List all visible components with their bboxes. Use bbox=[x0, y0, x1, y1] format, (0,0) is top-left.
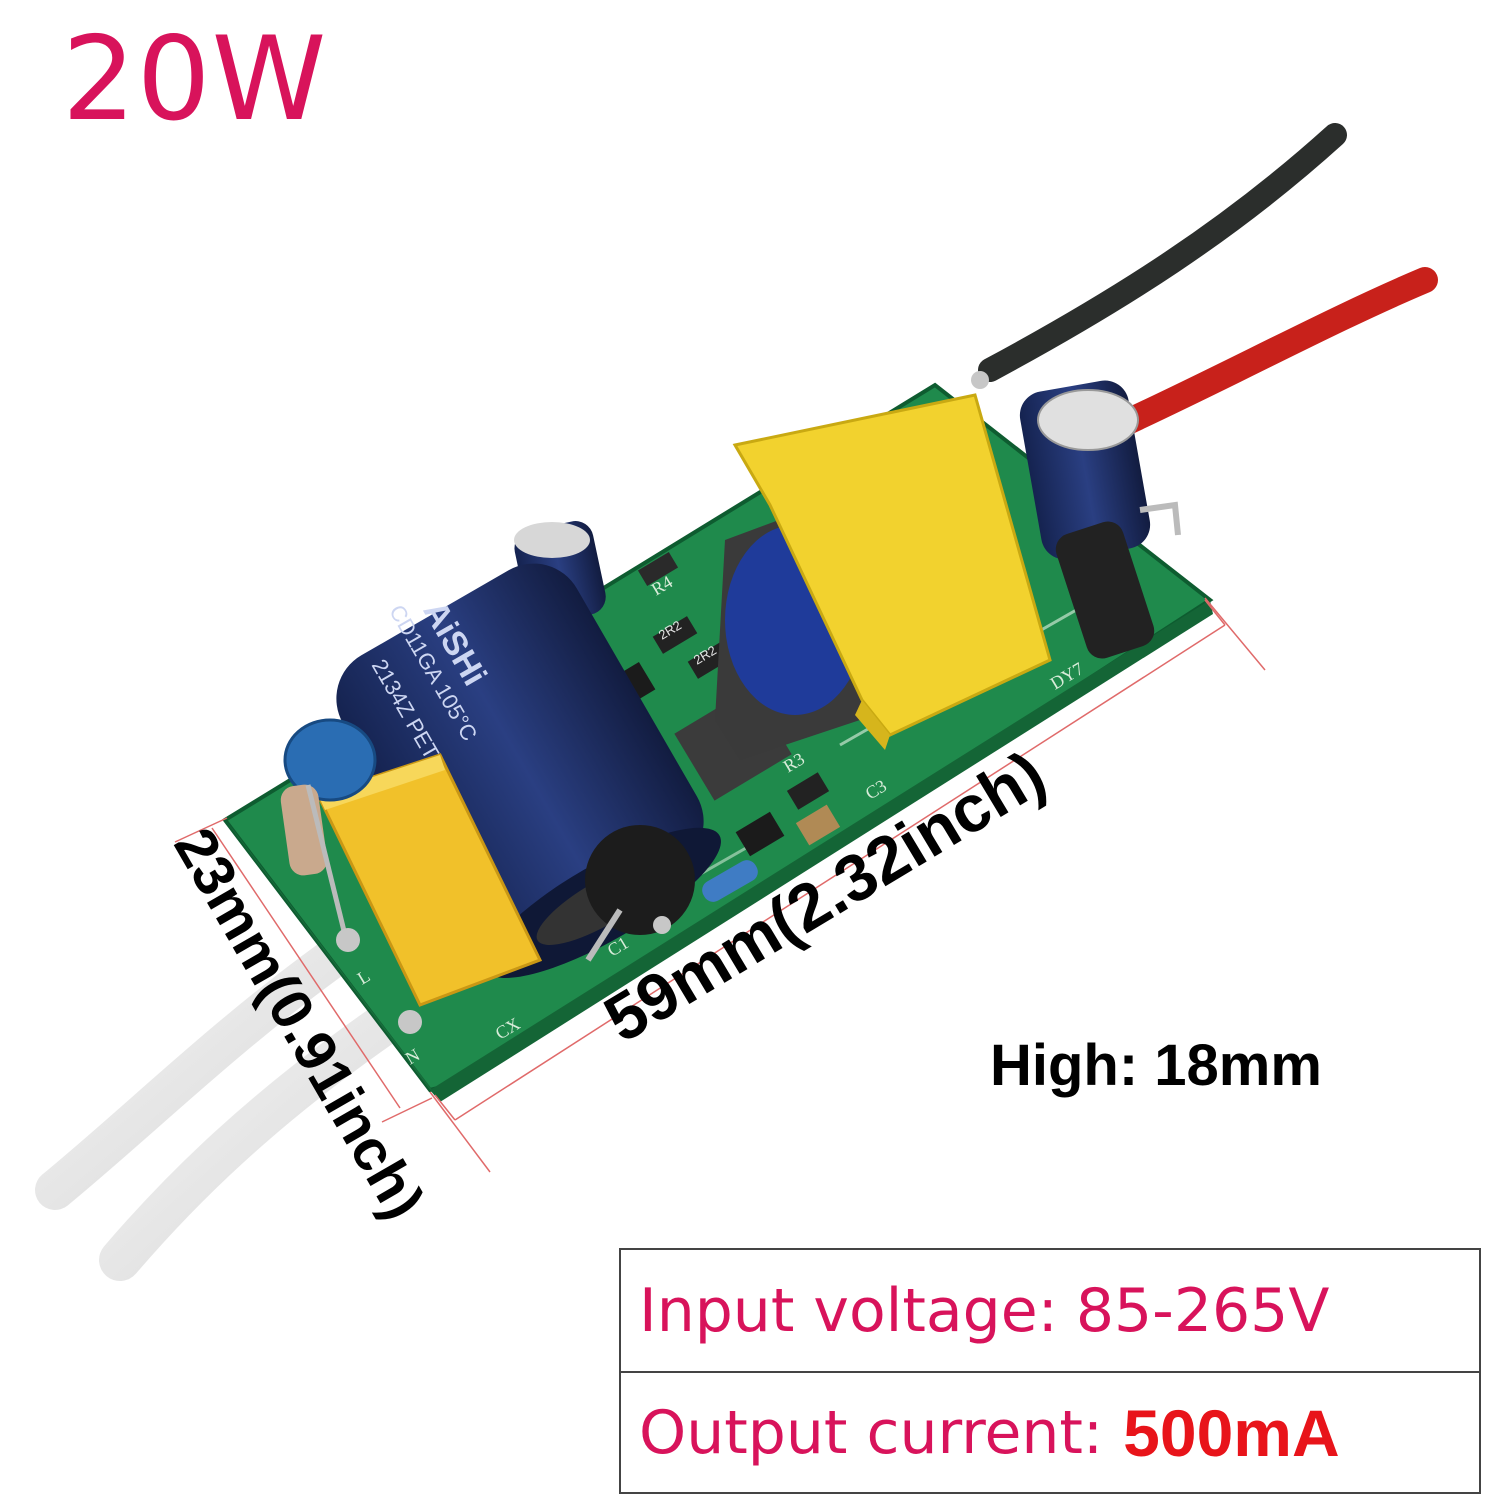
smd-chip bbox=[786, 772, 830, 810]
solder-pad bbox=[971, 371, 989, 389]
smd-chip bbox=[652, 616, 698, 654]
solder-pad bbox=[653, 916, 671, 934]
wattage-title: 20W bbox=[62, 12, 328, 147]
spec-table: Input voltage: 85-265V Output current: 5… bbox=[619, 1248, 1481, 1494]
black-wire bbox=[978, 123, 1347, 382]
smd-chip bbox=[795, 804, 841, 846]
inductor bbox=[585, 825, 695, 935]
solder-pad bbox=[336, 928, 360, 952]
width-dimension bbox=[174, 817, 433, 1123]
smd-chip bbox=[637, 552, 679, 586]
diode bbox=[1055, 521, 1155, 659]
x-capacitor bbox=[315, 753, 543, 1007]
white-wire-l bbox=[35, 940, 350, 1210]
input-voltage-value: 85-265V bbox=[1075, 1275, 1330, 1346]
output-current-value: 500mA bbox=[1123, 1395, 1340, 1470]
height-label: High: 18mm bbox=[990, 1033, 1322, 1098]
input-voltage-label: Input voltage: bbox=[639, 1275, 1058, 1346]
smd-chip bbox=[735, 811, 785, 857]
solder-pad bbox=[398, 1010, 422, 1034]
output-current-row: Output current: 500mA bbox=[621, 1371, 1479, 1492]
output-current-label: Output current: bbox=[639, 1397, 1104, 1468]
input-voltage-row: Input voltage: 85-265V bbox=[621, 1250, 1479, 1371]
white-wire-n bbox=[99, 999, 411, 1281]
red-wire bbox=[1097, 267, 1438, 443]
varistor bbox=[283, 718, 377, 802]
resistor bbox=[702, 860, 758, 902]
length-dimension bbox=[429, 597, 1266, 1173]
